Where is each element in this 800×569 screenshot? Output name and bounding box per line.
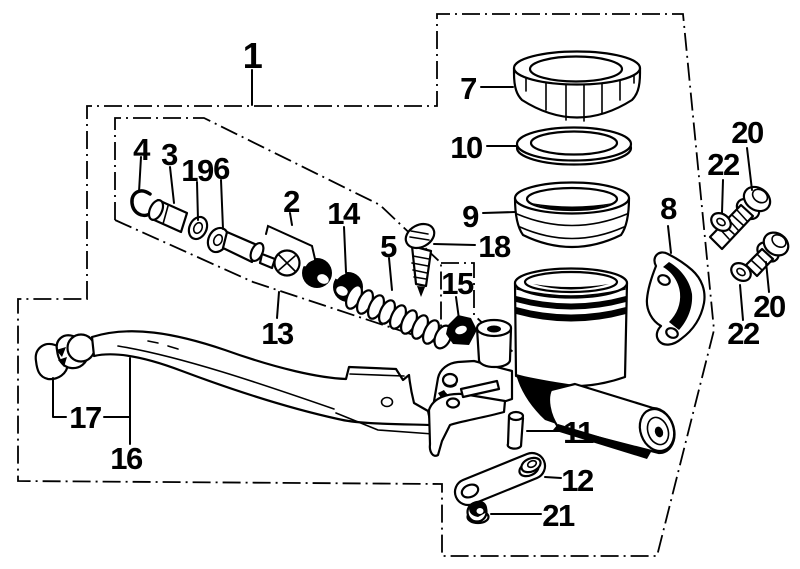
part-10-cap-gasket — [515, 126, 633, 166]
callout-20-lower-label: 20 — [753, 289, 785, 324]
part-3-rod-joint — [147, 198, 189, 234]
callout-12-label: 12 — [561, 463, 593, 498]
callout-4-label: 4 — [133, 132, 151, 167]
part-11-pin — [506, 410, 525, 450]
part-8-handlebar-clamp — [645, 251, 706, 346]
callout-13-label: 13 — [261, 316, 294, 351]
part-18-bleeder-screw — [404, 222, 436, 297]
callout-9-label: 9 — [462, 199, 479, 234]
callout-21-label: 21 — [542, 498, 575, 533]
callout-6-label: 6 — [213, 151, 230, 186]
part-4-circlip — [130, 189, 153, 218]
part-5-spring — [344, 284, 453, 350]
callout-3-label: 3 — [161, 137, 178, 172]
part-19-washer — [187, 215, 209, 241]
callout-18-label: 18 — [478, 229, 511, 264]
callout-20-upper-label: 20 — [731, 115, 763, 150]
callout-2-label: 2 — [283, 184, 299, 219]
part-9-diaphragm — [513, 181, 631, 249]
callout-8-label: 8 — [660, 191, 677, 226]
callout-labels: 1 4 3 19 6 2 14 5 7 10 9 18 15 13 17 16 … — [69, 35, 786, 533]
callout-7-label: 7 — [460, 71, 476, 106]
part-16-brake-lever — [66, 330, 434, 435]
part-22-washer-lower — [730, 261, 752, 283]
part-15-boot-retainer — [446, 315, 477, 345]
part-21-nut — [466, 500, 490, 525]
callout-22-upper-label: 22 — [707, 147, 739, 182]
callout-15-label: 15 — [441, 266, 474, 301]
callout-5-label: 5 — [380, 229, 397, 264]
callout-10-label: 10 — [450, 130, 482, 165]
callout-19-label: 19 — [181, 153, 214, 188]
callout-1-label: 1 — [243, 35, 263, 76]
part-7-reservoir-cap — [512, 50, 642, 122]
callout-11-label: 11 — [563, 415, 594, 450]
callout-14-label: 14 — [327, 196, 361, 231]
callout-17-label: 17 — [69, 400, 101, 435]
part-2-piston-assembly — [221, 230, 332, 288]
assembly-boundary-outline — [17, 13, 715, 557]
master-cylinder-body — [427, 267, 676, 459]
kit-boundary-outline — [114, 117, 514, 353]
callout-16-label: 16 — [110, 441, 143, 476]
part-12-joint-link — [453, 451, 547, 507]
callout-leader-lines — [52, 69, 770, 515]
part-22-washer-upper — [710, 211, 732, 233]
part-20-bolt-lower — [744, 231, 790, 278]
callout-22-lower-label: 22 — [727, 316, 759, 351]
